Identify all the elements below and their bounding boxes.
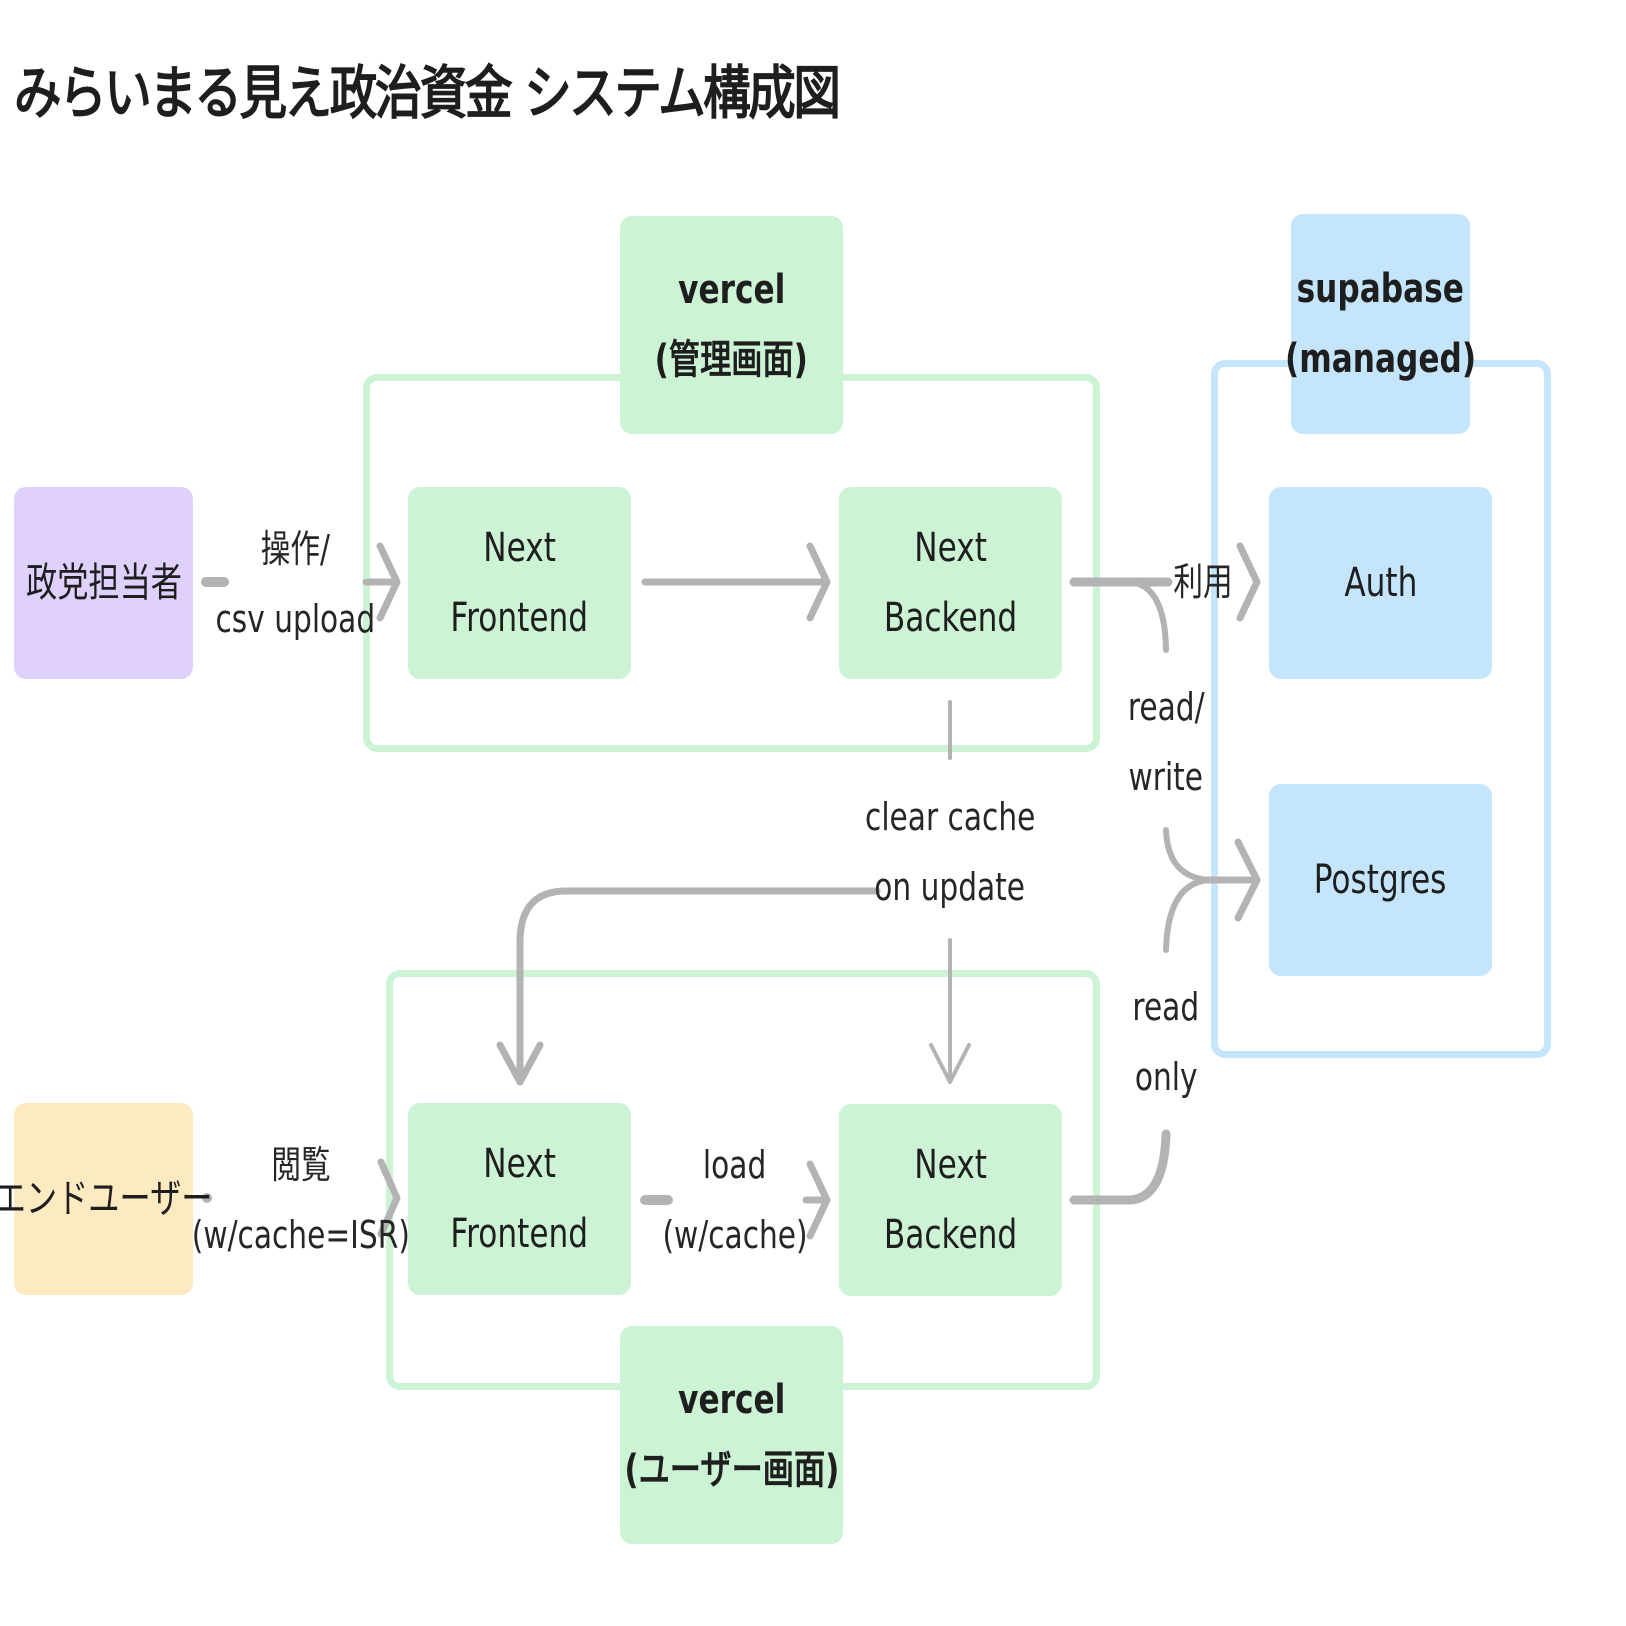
node-label: Next <box>914 1142 987 1188</box>
user-backend-node[interactable]: Next Backend <box>839 1104 1062 1296</box>
edge-label-line: read <box>1132 985 1200 1029</box>
actor-end-user-label: エンドユーザー <box>0 1176 213 1222</box>
edge-to-postgres <box>1201 838 1261 922</box>
edge-load-head <box>802 1160 831 1240</box>
edge-read-only-lower <box>1069 1129 1171 1205</box>
vercel-user-sub: (ユーザー画面) <box>623 1447 840 1493</box>
edge-read-only-upper <box>1163 877 1213 953</box>
admin-backend-node[interactable]: Next Backend <box>839 487 1062 679</box>
edge-label-line: (w/cache) <box>662 1213 808 1257</box>
actor-party-staff[interactable]: 政党担当者 <box>14 487 193 679</box>
edge-label-line: 閲覧 <box>271 1143 331 1187</box>
edge-label-browse: 閲覧 (w/cache=ISR) <box>192 1130 410 1270</box>
edge-frontend-backend <box>641 542 831 622</box>
edge-browse-tail <box>202 1193 212 1203</box>
node-label: Auth <box>1343 560 1418 606</box>
edge-label-load: load (w/cache) <box>662 1130 807 1270</box>
supabase-label: supabase (managed) <box>1285 214 1476 434</box>
edge-label-line: only <box>1134 1055 1198 1099</box>
edge-label-line: 利用 <box>1173 560 1233 604</box>
edge-label-line: write <box>1128 755 1204 799</box>
user-frontend-node[interactable]: Next Frontend <box>408 1103 631 1295</box>
node-label: Next <box>483 1141 556 1187</box>
supabase-sub: (managed) <box>1284 336 1477 382</box>
edge-label-line: read/ <box>1127 685 1205 729</box>
edge-label-line: on update <box>874 865 1026 909</box>
edge-label-line: 操作/ <box>260 527 330 571</box>
actor-end-user[interactable]: エンドユーザー <box>0 1103 212 1295</box>
edge-label-line: load <box>703 1143 767 1187</box>
postgres-node[interactable]: Postgres <box>1269 784 1492 976</box>
auth-node[interactable]: Auth <box>1269 487 1492 679</box>
edge-clear-cache-left <box>496 887 881 1086</box>
edge-clear-cache-down <box>929 938 971 1084</box>
vercel-admin-sub: (管理画面) <box>654 337 809 383</box>
edge-label-line: clear cache <box>864 795 1036 839</box>
edge-label-use: 利用 <box>1172 552 1234 612</box>
edge-read-write-lower <box>1163 827 1213 883</box>
node-label: Postgres <box>1314 857 1447 903</box>
diagram-title: みらいまる見え政治資金 システム構成図 <box>14 59 841 127</box>
node-label: Backend <box>883 1212 1018 1258</box>
edge-browse-head <box>377 1158 401 1238</box>
node-label: Backend <box>883 595 1018 641</box>
node-label: Frontend <box>450 595 589 641</box>
actor-party-staff-label: 政党担当者 <box>25 560 182 606</box>
edge-label-read-write: read/ write <box>1120 672 1212 812</box>
edge-operate-head <box>362 542 401 622</box>
vercel-admin-label: vercel (管理画面) <box>620 216 843 434</box>
vercel-admin-name: vercel <box>677 267 786 313</box>
edge-label-line: (w/cache=ISR) <box>191 1213 411 1257</box>
edge-label-read-only: read only <box>1120 972 1212 1112</box>
edge-use-head <box>1236 542 1261 622</box>
node-label: Frontend <box>450 1211 589 1257</box>
supabase-name: supabase <box>1296 266 1465 312</box>
node-label: Next <box>914 525 987 571</box>
edge-label-operate: 操作/ csv upload <box>215 514 375 654</box>
admin-frontend-node[interactable]: Next Frontend <box>408 487 631 679</box>
vercel-user-label: vercel (ユーザー画面) <box>620 1326 843 1544</box>
edge-read-write-curve <box>1127 579 1169 653</box>
node-label: Next <box>483 525 556 571</box>
edge-label-clear-cache: clear cache on update <box>865 782 1035 922</box>
edge-label-line: csv upload <box>215 597 375 641</box>
vercel-user-name: vercel <box>677 1377 786 1423</box>
